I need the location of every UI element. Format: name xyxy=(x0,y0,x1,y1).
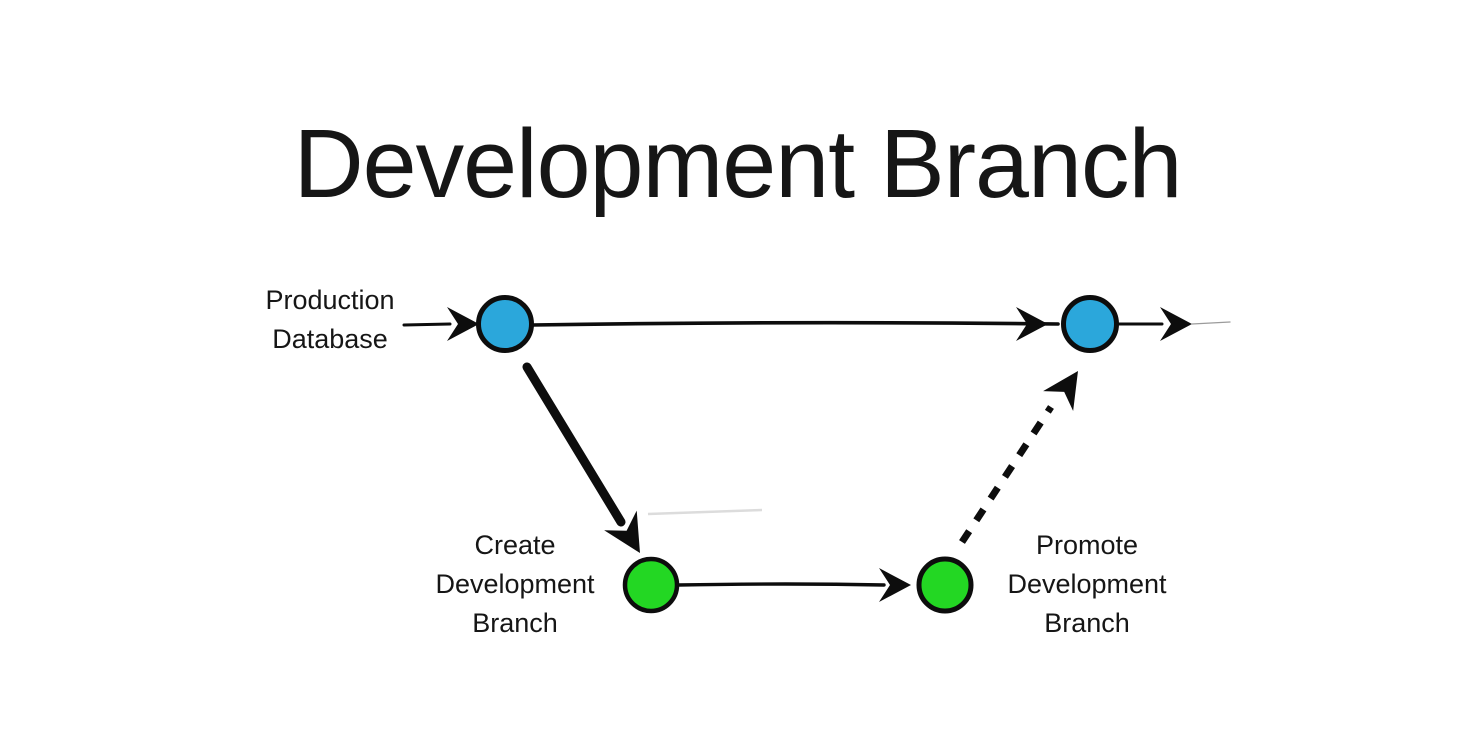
promote-label-line-1: Promote xyxy=(1035,530,1139,560)
promote-label-line-3: Branch xyxy=(1044,608,1130,638)
create-label-line-3: Branch xyxy=(472,608,558,638)
diagram-title: Development Branch xyxy=(293,109,1183,218)
create-development-branch-label: Create Development Branch xyxy=(400,526,630,643)
production-label-line-2: Database xyxy=(272,324,388,354)
promote-development-branch-label: Promote Development Branch xyxy=(972,526,1202,643)
create-branch-arrow-shaft xyxy=(522,362,626,527)
create-branch-arrowhead-icon xyxy=(604,510,640,553)
arrowhead-into-dev-commit-icon xyxy=(879,568,911,602)
arrowhead-into-first-commit-icon xyxy=(447,307,479,341)
promote-label-line-2: Development xyxy=(1007,569,1167,599)
arrowhead-into-second-commit-icon xyxy=(1016,307,1048,341)
arrowhead-production-exit-icon xyxy=(1160,307,1192,341)
promote-branch-dashed-shaft xyxy=(959,405,1054,544)
create-label-line-2: Development xyxy=(435,569,595,599)
production-line-tail xyxy=(1191,321,1231,325)
create-label-line-1: Create xyxy=(474,530,556,560)
production-commit-node-2 xyxy=(1061,295,1119,353)
production-line-start xyxy=(402,322,452,327)
production-commit-node-1 xyxy=(476,295,534,353)
development-commit-node-2 xyxy=(916,556,974,614)
promote-branch-arrowhead-icon xyxy=(1043,371,1078,411)
production-label-line-1: Production xyxy=(265,285,395,315)
smudge-artifact xyxy=(647,508,763,516)
development-commit-node-1 xyxy=(622,556,680,614)
production-line xyxy=(530,320,1060,327)
production-database-label: Production Database xyxy=(215,281,445,359)
development-line xyxy=(676,582,886,587)
